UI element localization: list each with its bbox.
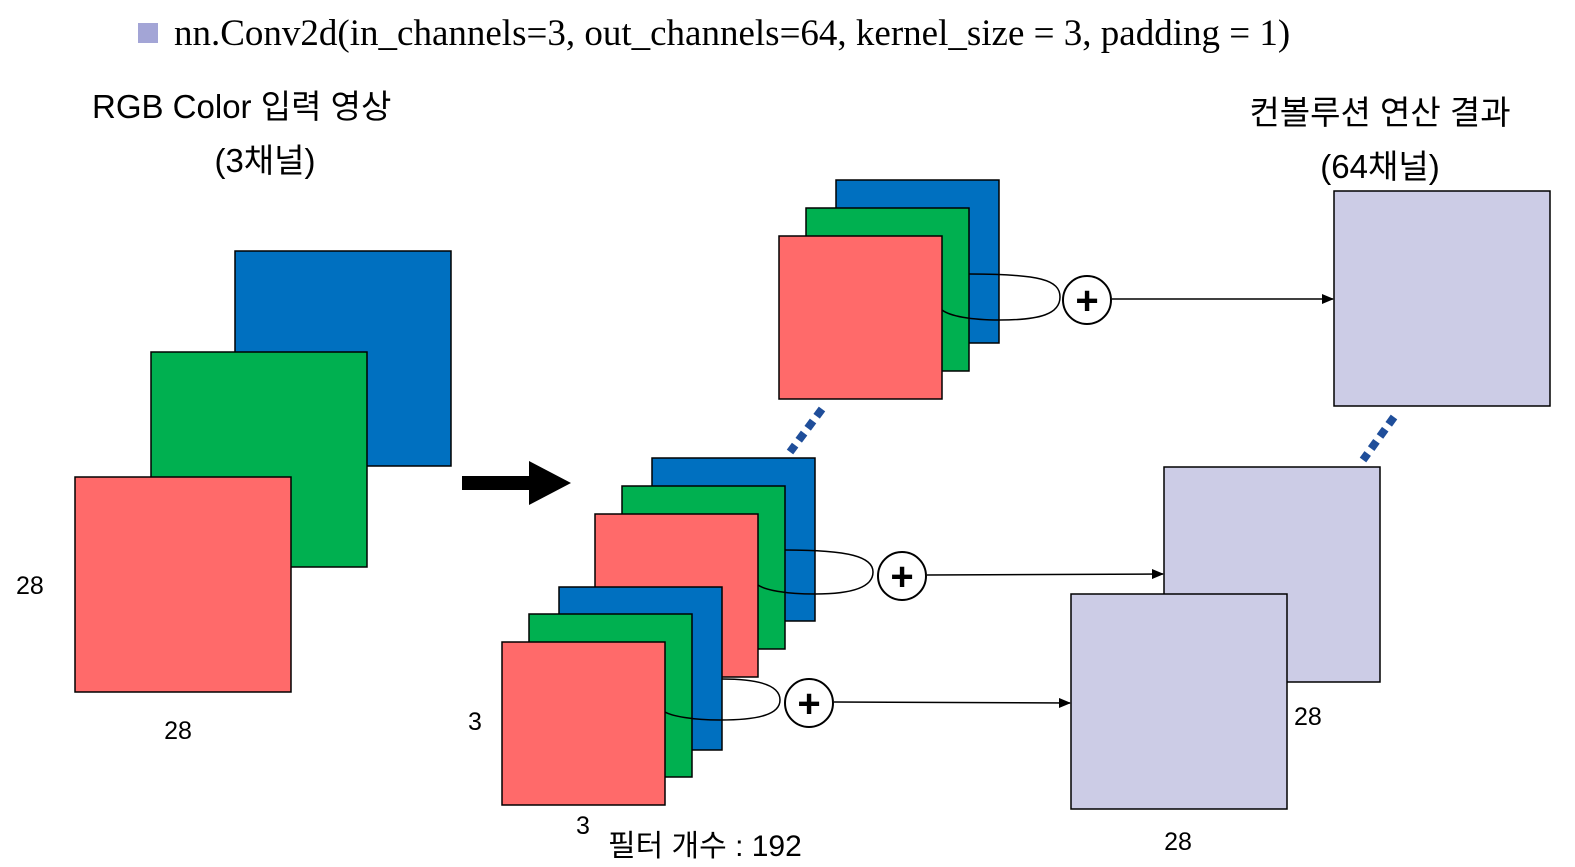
filter-channel-red [501, 641, 666, 806]
filter-height-label: 3 [468, 708, 482, 736]
input-channel-red [74, 476, 292, 693]
input-height-label: 28 [16, 572, 44, 600]
filter-set-bottom: + [501, 586, 1071, 806]
filter-count-label: 필터 개수 : 192 [608, 830, 802, 863]
output-ellipsis-dots [1359, 414, 1398, 463]
sum-bracket [664, 678, 781, 721]
big-right-arrow-icon [462, 461, 571, 505]
output-feature-maps [1070, 190, 1551, 810]
sum-plus-icon: + [797, 682, 820, 726]
input-subtitle: (3채널) [214, 142, 316, 179]
input-width-label: 28 [164, 717, 192, 745]
sum-plus-icon: + [890, 555, 913, 599]
input-title: RGB Color 입력 영상 [92, 88, 392, 125]
output-height-label: 28 [1294, 703, 1322, 731]
filter-set-top: + [778, 179, 1334, 400]
output-map-top [1333, 190, 1551, 407]
input-image-stack [74, 250, 452, 693]
sum-circle-icon [877, 551, 927, 601]
sum-bracket [757, 549, 874, 595]
filter-channel-red [778, 235, 943, 400]
output-title: 컨볼루션 연산 결과 [1249, 94, 1511, 131]
header-line: nn.Conv2d(in_channels=3, out_channels=64… [138, 10, 1290, 56]
conv2d-code-text: nn.Conv2d(in_channels=3, out_channels=64… [174, 12, 1291, 54]
sum-plus-icon: + [1075, 279, 1098, 323]
output-subtitle: (64채널) [1320, 148, 1440, 185]
output-arrow [833, 697, 1071, 708]
output-width-label: 28 [1164, 828, 1192, 856]
bullet-square-icon [138, 23, 158, 43]
filter-width-label: 3 [576, 812, 590, 840]
sum-bracket [941, 273, 1061, 321]
output-map-bottom [1070, 593, 1288, 810]
output-arrow [926, 569, 1164, 580]
filter-ellipsis-dots [786, 406, 826, 455]
sum-circle-icon [1062, 275, 1112, 325]
sum-circle-icon [784, 678, 834, 728]
